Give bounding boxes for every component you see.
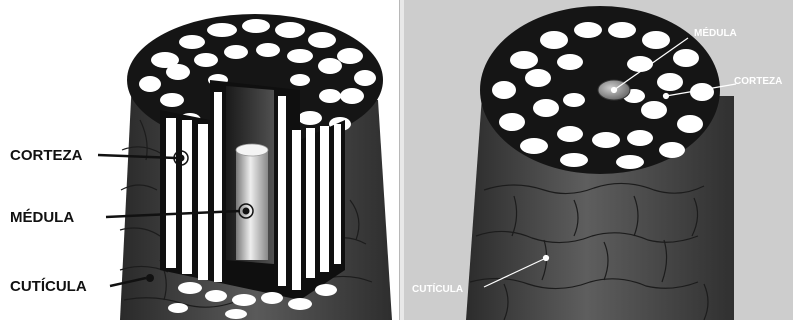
right-cross-section-panel: MÉDULA CORTEZA CUTÍCULA (404, 0, 793, 320)
label-medula-right: MÉDULA (694, 26, 737, 39)
label-cuticula-right: CUTÍCULA (412, 282, 463, 295)
label-medula-left: MÉDULA (10, 209, 74, 226)
cross-section-hair-illustration: MÉDULA CORTEZA CUTÍCULA (404, 0, 793, 320)
label-corteza-right: CORTEZA (734, 76, 782, 87)
cutaway-hair-illustration: CORTEZA MÉDULA CUTÍCULA (0, 0, 399, 320)
label-corteza-left: CORTEZA (10, 147, 83, 164)
medulla-top (236, 144, 268, 156)
label-cuticula-left: CUTÍCULA (10, 278, 87, 295)
left-cutaway-panel: CORTEZA MÉDULA CUTÍCULA (0, 0, 399, 320)
medulla-cylinder (236, 150, 268, 260)
